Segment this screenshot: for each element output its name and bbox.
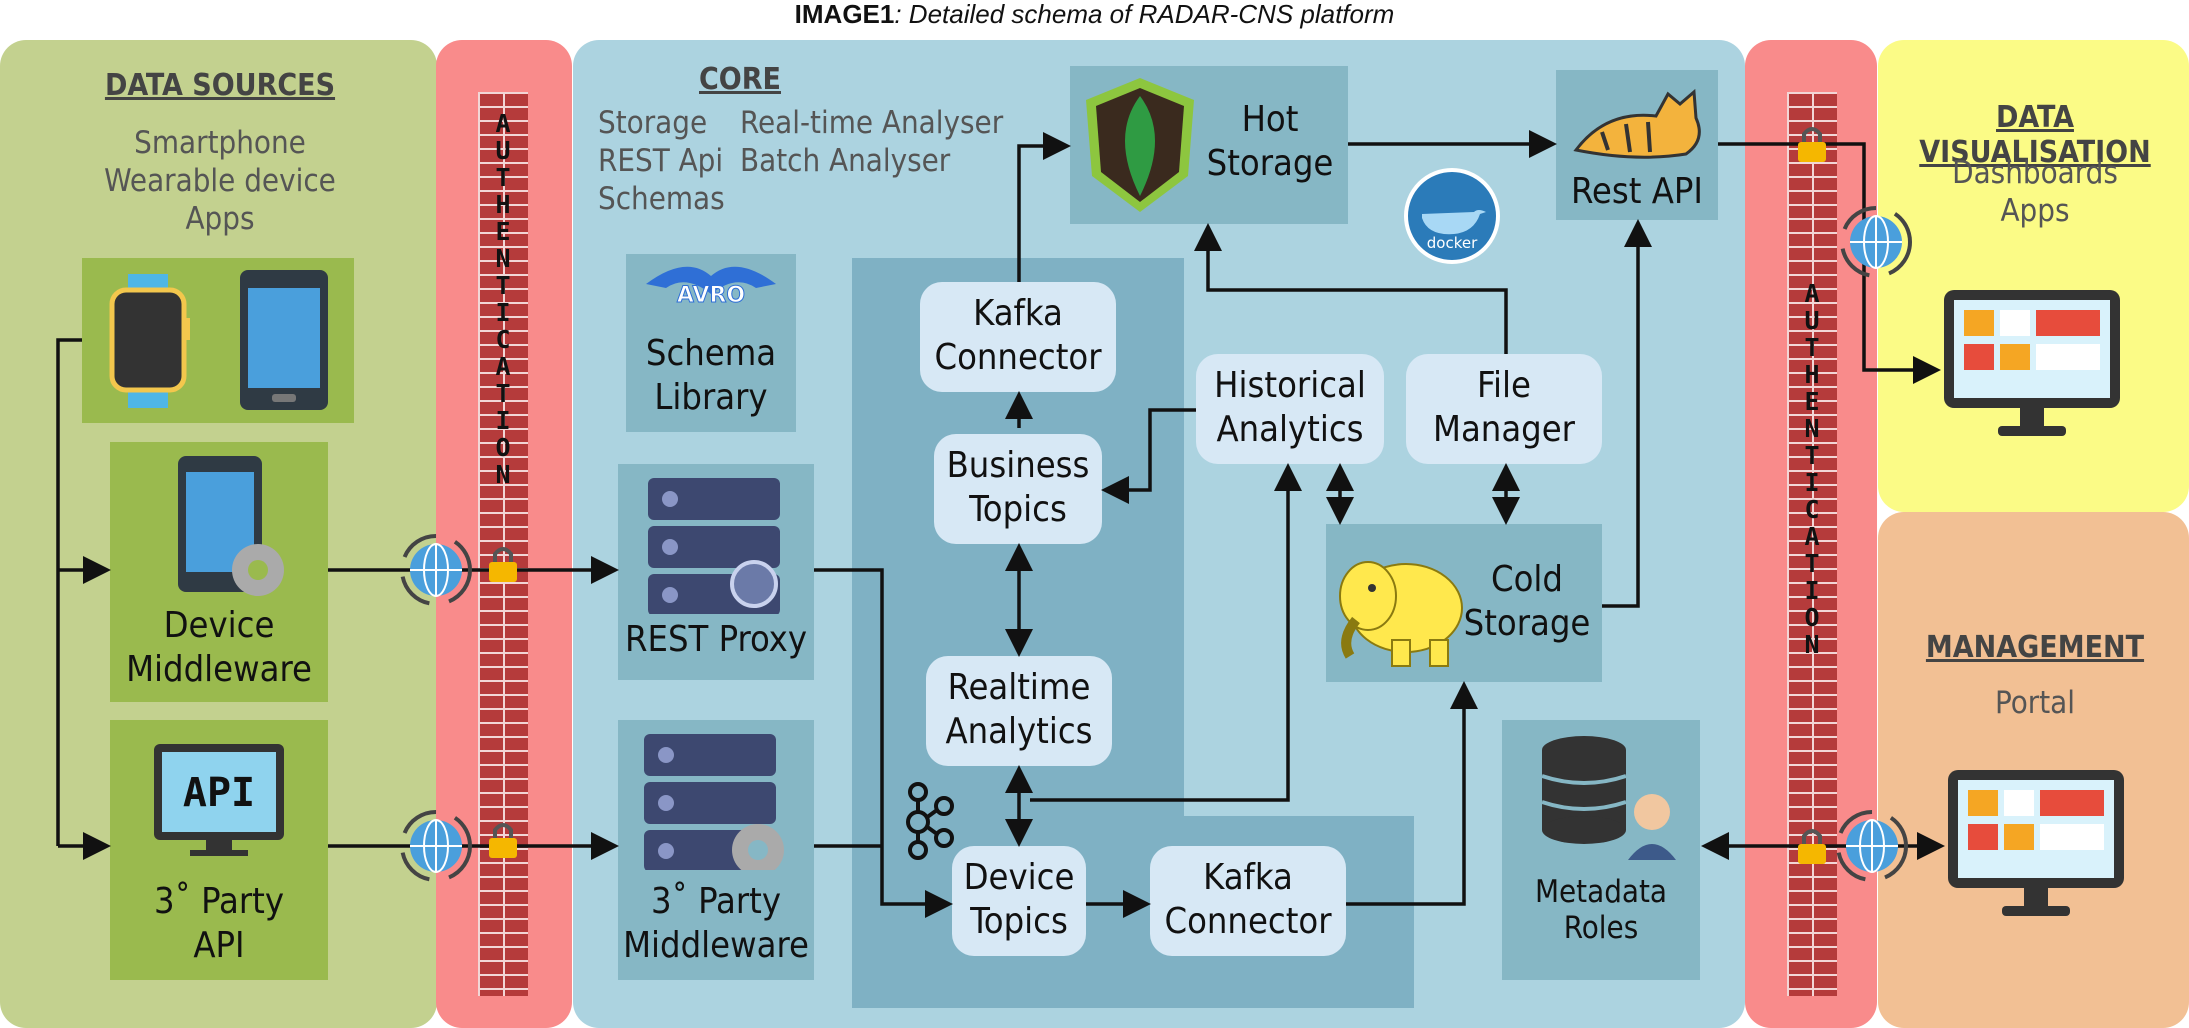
server-settings-icon	[644, 734, 784, 876]
server-refresh-icon	[648, 478, 780, 616]
devices-box	[82, 258, 354, 423]
globe-icon-4	[1836, 810, 1908, 882]
third-party-api-box: API 3˚ Party API	[110, 720, 328, 980]
kafka-logo-icon	[906, 782, 954, 860]
arrow-file-manager-to-hot-storage	[1194, 223, 1508, 354]
figure-caption: IMAGE1: Detailed schema of RADAR-CNS pla…	[0, 0, 2189, 28]
globe-icon-1	[400, 534, 472, 606]
arrow-rest-proxy-to-device-topics	[814, 568, 953, 918]
management-list: Portal	[1995, 685, 2075, 721]
phone-settings-icon	[178, 456, 284, 596]
portal-monitor-icon	[1948, 770, 2124, 916]
dashboard-monitor-icon	[1944, 290, 2120, 436]
source-smartphone: Smartphone	[134, 125, 306, 161]
core-title: CORE	[699, 62, 781, 97]
mongodb-leaf-icon	[1086, 78, 1194, 212]
hadoop-elephant-icon	[1339, 561, 1463, 667]
lock-icon-1	[489, 547, 517, 582]
caption-text: : Detailed schema of RADAR-CNS platform	[894, 0, 1395, 29]
globe-icon-2	[400, 810, 472, 882]
arrow-historical-to-business	[1101, 408, 1196, 504]
data-sources-list: Smartphone Wearable device Apps	[40, 124, 400, 238]
data-sources-title: DATA SOURCES	[104, 68, 336, 103]
device-middleware-box: Device Middleware	[110, 442, 328, 702]
globe-icon-3	[1840, 206, 1912, 278]
data-visualisation-title: DATA VISUALISATION	[1919, 100, 2151, 170]
tomcat-icon	[1573, 88, 1701, 159]
docker-whale-icon: docker	[1422, 210, 1486, 252]
caption-bold: IMAGE1	[794, 0, 895, 29]
arrow-cold-storage-to-rest-api	[1602, 219, 1652, 608]
management-title: MANAGEMENT	[1925, 630, 2145, 665]
rest-api-label: Rest API	[1571, 171, 1703, 212]
globe-icons	[400, 206, 1912, 882]
rest-proxy-label: REST Proxy	[624, 619, 808, 660]
arrow-kafka-connector-to-hot-storage	[1017, 132, 1071, 282]
lock-icon-2	[489, 823, 517, 858]
avro-logo-icon: AVRO	[646, 266, 776, 309]
api-monitor-icon: API	[154, 744, 284, 856]
source-apps: Apps	[185, 201, 255, 237]
database-admin-icon	[1541, 736, 1676, 860]
lock-icon-3	[1798, 127, 1826, 162]
arrow-kafka-connector-to-cold-storage	[1346, 681, 1478, 906]
svg-text:docker: docker	[1427, 234, 1478, 252]
device-middleware-label: Device Middleware	[126, 605, 312, 690]
api-badge-text: API	[183, 770, 255, 816]
lock-icon-4	[1798, 829, 1826, 864]
arrow-device-topics-to-historical	[1030, 463, 1302, 802]
rest-api-box: Rest API	[1556, 70, 1718, 220]
third-party-api-label: 3˚ Party API	[154, 881, 284, 966]
source-wearable: Wearable device	[104, 163, 336, 199]
lock-icons	[489, 127, 1826, 864]
sources-bracket-line	[56, 338, 82, 846]
rest-proxy-box: REST Proxy	[618, 464, 814, 680]
svg-text:AVRO: AVRO	[677, 283, 745, 308]
docker-badge: docker	[1404, 168, 1500, 264]
arrow-rest-api-to-dashboard	[1718, 142, 1941, 384]
smartwatch-smartphone-icon	[109, 270, 328, 410]
